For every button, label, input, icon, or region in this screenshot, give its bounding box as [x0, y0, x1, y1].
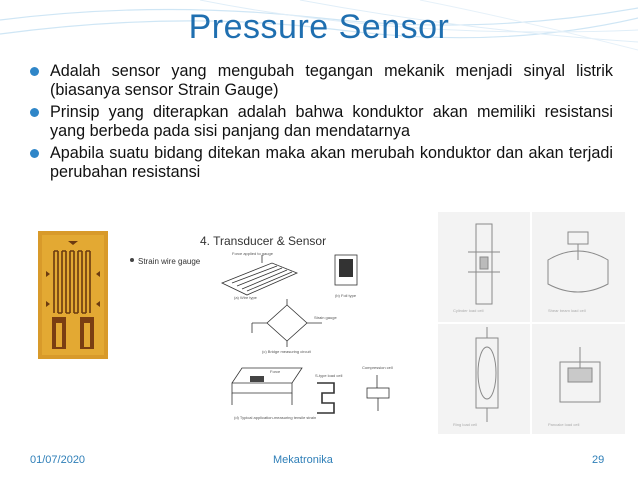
svg-text:Force: Force: [270, 369, 281, 374]
label-s-load-cell: S-type load cell: [315, 373, 342, 378]
label-compression-cell: Compression cell: [362, 365, 393, 370]
strain-gauge-image: [38, 231, 108, 359]
bullet-dot-icon: [30, 67, 39, 76]
footer-date: 01/07/2020: [30, 454, 86, 466]
bullet-dot-icon: [30, 149, 39, 158]
caption-wire: (a) Wire type: [234, 295, 258, 300]
label-gauge: Strain gauge: [314, 315, 337, 320]
header-decoration: [0, 0, 638, 51]
page-number: 29: [592, 454, 605, 466]
svg-text:Pancake load cell: Pancake load cell: [548, 422, 579, 427]
bullet-list: Adalah sensor yang mengubah tegangan mek…: [28, 62, 613, 185]
load-cell-drawings-image: Cylinder load cell Shear beam load cell …: [438, 212, 625, 434]
bullet-item: Apabila suatu bidang ditekan maka akan m…: [28, 144, 613, 182]
caption-foil: (b) Foil type: [335, 293, 357, 298]
svg-text:Shear beam load cell: Shear beam load cell: [548, 308, 586, 313]
svg-text:Cylinder load cell: Cylinder load cell: [453, 308, 484, 313]
slide-title: Pressure Sensor: [188, 8, 450, 46]
label-force: Force applied to gauge: [232, 251, 274, 256]
bullet-dot-icon: [30, 108, 39, 117]
caption-application: (d) Typical application-measuring tensil…: [234, 415, 316, 420]
bullet-item: Adalah sensor yang mengubah tegangan mek…: [28, 62, 613, 100]
transducer-sensor-figure: 4. Transducer & Sensor Strain wire gauge…: [122, 233, 416, 429]
footer-course: Mekatronika: [273, 454, 333, 466]
figure-bullet: Strain wire gauge: [138, 257, 201, 266]
caption-bridge: (c) Bridge measuring circuit: [262, 349, 312, 354]
figure-heading: 4. Transducer & Sensor: [200, 234, 326, 248]
svg-text:Ring load cell: Ring load cell: [453, 422, 477, 427]
bullet-item: Prinsip yang diterapkan adalah bahwa kon…: [28, 103, 613, 141]
